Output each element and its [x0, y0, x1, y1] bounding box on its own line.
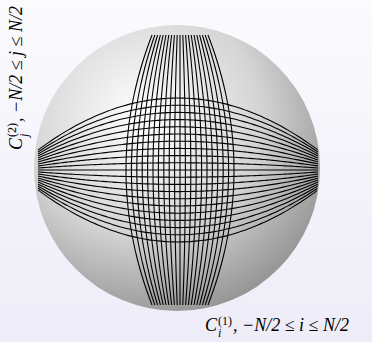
- curve-symbol: C: [6, 138, 26, 150]
- family-label: C(2)j, −N/2 ≤ j ≤ N/2: [3, 6, 30, 150]
- grid-curve: [38, 186, 318, 228]
- superscript: (2): [6, 123, 18, 137]
- grid-curve: [38, 148, 318, 164]
- grid-curve: [38, 172, 318, 177]
- grid-curve: [38, 184, 318, 220]
- grid-curve: [38, 127, 318, 158]
- grid-curve: [38, 176, 318, 192]
- index-stack: (1)i: [218, 315, 232, 339]
- curve-grid: [38, 35, 318, 305]
- grid-curve: [38, 169, 318, 170]
- subscript: i: [218, 327, 232, 339]
- grid-curve: [38, 182, 318, 213]
- index-stack: (2)j: [6, 123, 30, 137]
- grid-curve: [38, 174, 318, 184]
- index-range: , −N/2 ≤ j ≤ N/2: [6, 6, 26, 122]
- grid-curve: [38, 163, 318, 168]
- grid-curve: [38, 141, 318, 162]
- grid-curve: [38, 178, 318, 199]
- grid-curve: [38, 112, 318, 154]
- subscript: j: [18, 123, 30, 137]
- grid-curve: [38, 188, 318, 235]
- family-label: C(1)i, −N/2 ≤ i ≤ N/2: [205, 312, 349, 339]
- superscript: (1): [218, 315, 232, 327]
- grid-curve: [38, 156, 318, 166]
- grid-curve: [38, 190, 318, 242]
- curve-symbol: C: [205, 315, 217, 335]
- sphere: [34, 25, 320, 311]
- grid-curve: [38, 120, 318, 156]
- index-range: , −N/2 ≤ i ≤ N/2: [233, 315, 349, 335]
